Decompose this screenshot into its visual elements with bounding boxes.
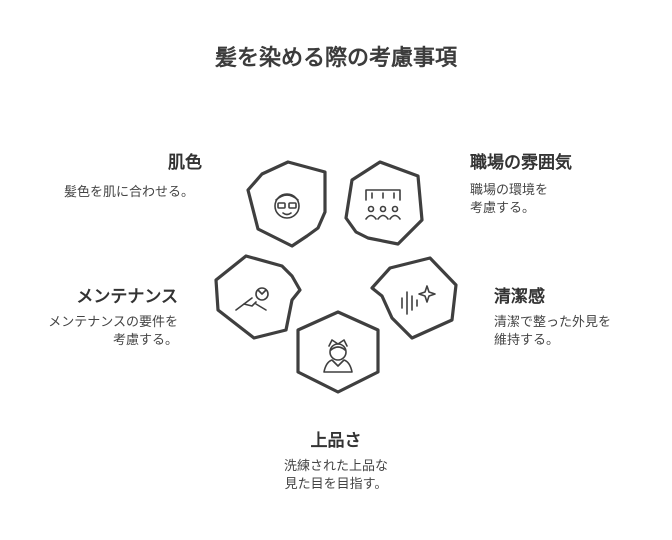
label-elegance-title: 上品さ (310, 431, 362, 451)
hexagon-cleanliness (370, 256, 458, 340)
hexagon-maintenance (214, 254, 302, 340)
hexagon-workplace (344, 160, 424, 246)
sparkle-lines-icon (401, 285, 436, 315)
label-workplace-desc: 職場の環境を 考慮する。 (470, 183, 549, 216)
label-cleanliness-desc: 清潔で整った外見を 維持する。 (494, 315, 612, 348)
label-elegance-desc: 洗練された上品な 見た目を目指す。 (283, 459, 388, 492)
label-maintenance-desc: メンテナンスの要件を 考慮する。 (48, 315, 178, 348)
hexagon-skin-tone (246, 160, 327, 248)
label-skin-tone-title: 肌色 (168, 153, 202, 173)
label-workplace-title: 職場の雰囲気 (470, 153, 572, 173)
person-glasses-icon (274, 193, 300, 219)
hexagon-elegance (296, 310, 380, 394)
label-cleanliness-title: 清潔感 (494, 287, 545, 307)
hand-wrench-icon (235, 287, 269, 311)
label-skin-tone-desc: 髪色を肌に合わせる。 (63, 185, 194, 200)
label-maintenance-title: メンテナンス (76, 287, 178, 307)
diagram-title: 髪を染める際の考慮事項 (214, 46, 457, 71)
elegant-woman-icon (323, 339, 353, 373)
office-people-icon (365, 189, 401, 220)
